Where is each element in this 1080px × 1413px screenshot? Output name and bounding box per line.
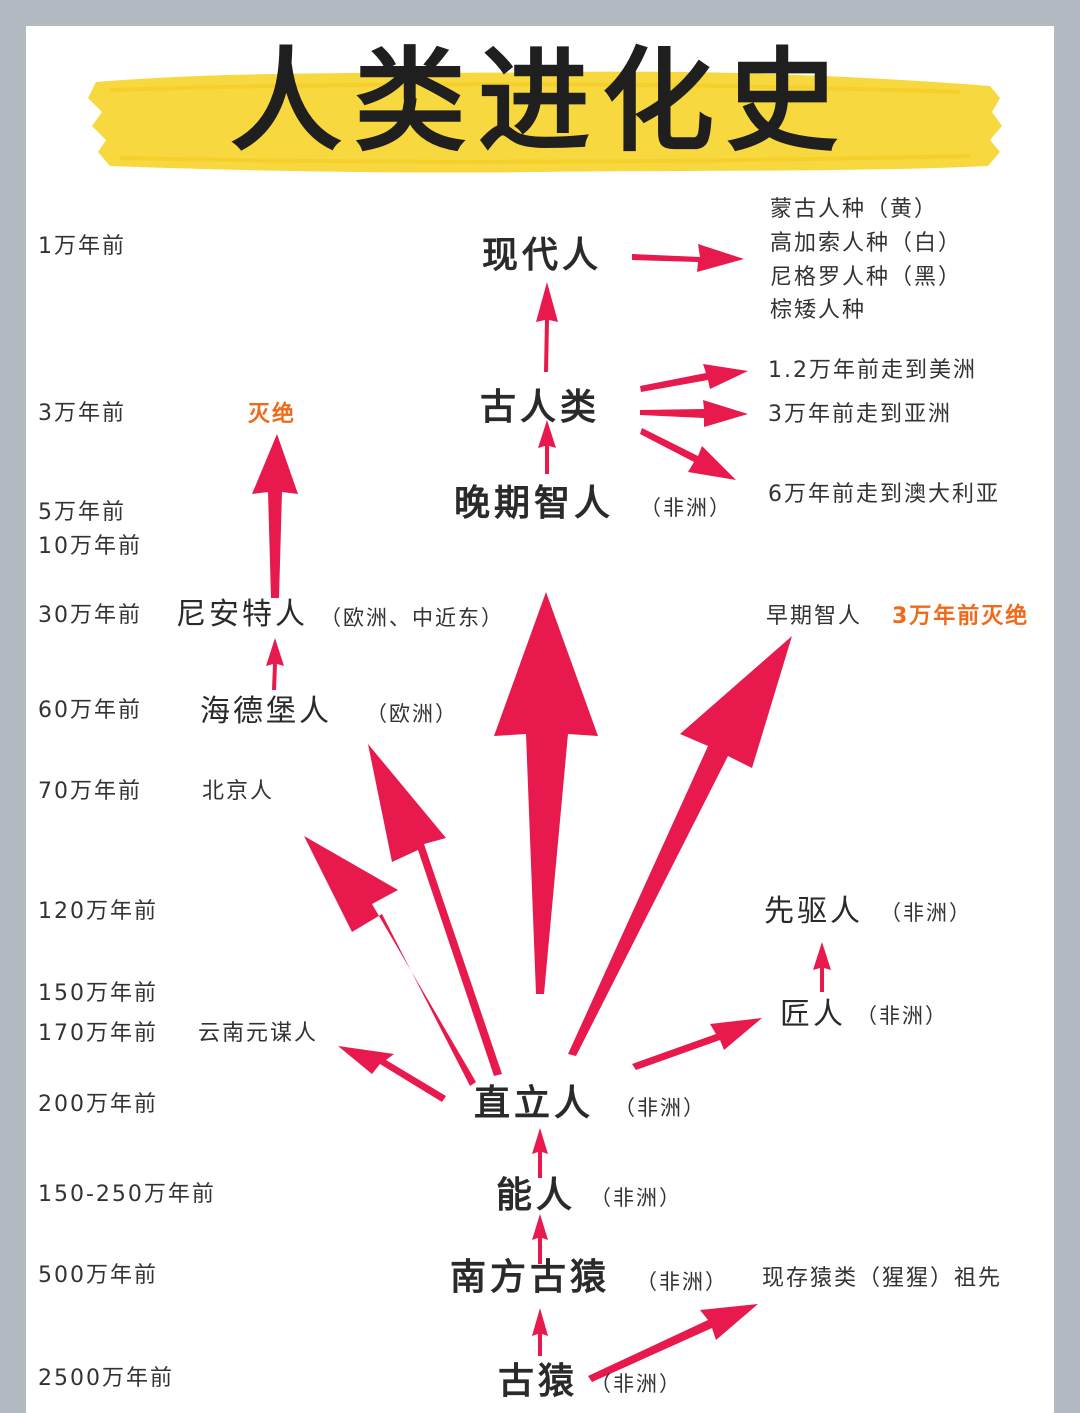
era-label: 2500万年前 <box>38 1366 174 1391</box>
page-title: 人类进化史 <box>230 37 850 167</box>
era-label: 500万年前 <box>38 1263 158 1288</box>
era-label: 60万年前 <box>38 698 142 723</box>
node-region: （欧洲） <box>366 702 458 726</box>
era-label: 5万年前 <box>38 500 126 525</box>
era-label: 30万年前 <box>38 603 142 628</box>
node-yuanmou-man: 云南元谋人 <box>198 1021 319 1046</box>
race-item: 高加索人种（白） <box>770 231 963 256</box>
migration-item: 1.2万年前走到美洲 <box>768 358 977 383</box>
node-living-apes: 现存猿类（猩猩）祖先 <box>762 1266 1003 1291</box>
era-label: 170万年前 <box>38 1021 158 1046</box>
node-region: （非洲） <box>590 1186 682 1210</box>
era-label: 3万年前 <box>38 401 126 426</box>
node-peking-man: 北京人 <box>202 779 275 804</box>
title-banner <box>88 71 1002 173</box>
race-item: 蒙古人种（黄） <box>770 197 939 222</box>
node-early-sapiens: 早期智人 <box>766 604 863 629</box>
era-label: 10万年前 <box>38 534 142 559</box>
arrow-erectus-to-peking <box>304 836 476 1086</box>
era-label: 120万年前 <box>38 899 158 924</box>
race-item: 尼格罗人种（黑） <box>770 265 963 290</box>
era-label: 150万年前 <box>38 981 158 1006</box>
arrow-ergaster-to-antecessor <box>813 942 831 992</box>
node-region: （非洲） <box>590 1372 682 1396</box>
extinct-label: 灭绝 <box>248 402 297 427</box>
arrow-ape-to-living-apes <box>588 1304 758 1382</box>
arrow-erectus-to-ergaster <box>632 1018 762 1070</box>
arrow-modern-to-races <box>632 244 744 272</box>
arrow-neanderthal-to-extinct <box>252 434 298 598</box>
arrow-to-americas <box>640 364 748 392</box>
era-label: 1万年前 <box>38 234 126 259</box>
node-region: （非洲） <box>614 1096 706 1120</box>
node-habilis: 能人 <box>496 1175 577 1216</box>
arrow-late-to-archaic <box>538 420 556 474</box>
node-region: （非洲） <box>856 1004 948 1028</box>
node-ancient-ape: 古猿 <box>498 1361 579 1402</box>
arrow-ape-to-australo <box>532 1308 548 1356</box>
early-sapiens-extinct: 3万年前灭绝 <box>892 604 1030 629</box>
node-heidelberg: 海德堡人 <box>200 694 332 729</box>
node-archaic-human: 古人类 <box>480 387 601 428</box>
era-label: 70万年前 <box>38 779 142 804</box>
arrow-erectus-to-late-sapiens <box>494 592 598 994</box>
node-australopithecus: 南方古猿 <box>450 1257 611 1298</box>
node-region: （非洲） <box>640 496 732 520</box>
arrow-erectus-to-heidelberg <box>368 744 502 1076</box>
node-region: （非洲） <box>880 901 972 925</box>
arrow-to-australia <box>640 428 736 480</box>
node-late-sapiens: 晚期智人 <box>454 483 615 524</box>
migration-item: 6万年前走到澳大利亚 <box>768 482 1000 507</box>
node-modern-human: 现代人 <box>482 235 603 276</box>
node-neanderthal: 尼安特人 <box>176 597 308 632</box>
node-region: （欧洲、中近东） <box>320 606 504 630</box>
migration-item: 3万年前走到亚洲 <box>768 402 952 427</box>
arrow-erectus-to-yuanmou <box>338 1046 446 1102</box>
arrow-heidelberg-to-neanderthal <box>266 638 284 690</box>
arrow-to-asia <box>640 400 748 427</box>
era-label: 200万年前 <box>38 1092 158 1117</box>
era-label: 150-250万年前 <box>38 1182 216 1207</box>
arrow-erectus-to-early-sapiens <box>568 636 792 1056</box>
arrow-habilis-to-erectus <box>532 1128 548 1178</box>
node-antecessor: 先驱人 <box>764 894 863 929</box>
arrow-australo-to-habilis <box>532 1214 548 1264</box>
race-item: 棕矮人种 <box>770 298 867 323</box>
node-region: （非洲） <box>636 1270 728 1294</box>
node-ergaster: 匠人 <box>780 997 846 1032</box>
node-erectus: 直立人 <box>474 1083 595 1124</box>
arrow-archaic-to-modern <box>536 282 558 372</box>
